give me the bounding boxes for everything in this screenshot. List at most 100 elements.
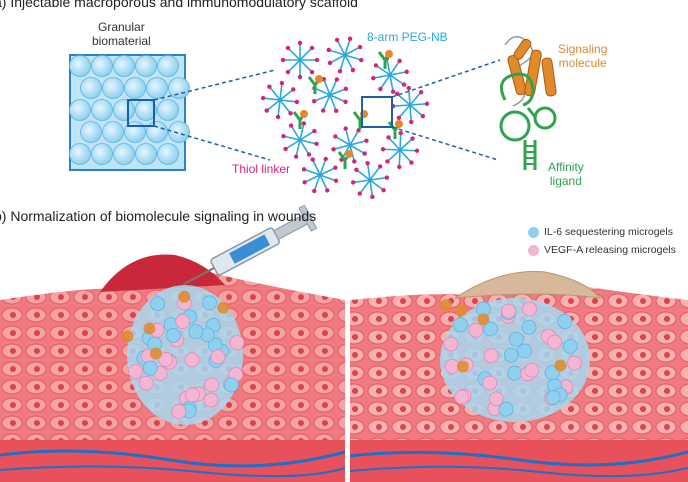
vegf-microgel (483, 348, 499, 364)
bead (124, 77, 146, 99)
syringe (182, 204, 318, 286)
ligand-molecule (387, 120, 403, 139)
vegf-microgel (524, 362, 540, 378)
vegf-microgel (482, 375, 498, 391)
il6-microgel (557, 314, 573, 329)
peg-star (281, 121, 319, 159)
bead (91, 55, 113, 77)
il6-microgel (498, 401, 514, 417)
ligand-molecule (292, 110, 308, 129)
legend-label-vegf: VEGF-A releasing microgels (544, 244, 676, 256)
signaling-cluster (456, 360, 469, 373)
peg-star (390, 85, 430, 125)
vegf-microgel (488, 391, 504, 407)
legend-item-il6: IL-6 sequestering microgels (528, 226, 676, 238)
il6-microgel (224, 377, 239, 393)
peg-star (380, 130, 420, 170)
bead (157, 99, 179, 121)
vegf-microgel (443, 336, 459, 352)
il6-microgel (545, 390, 561, 405)
legend: IL-6 sequestering microgels VEGF-A relea… (528, 226, 676, 256)
bead (157, 143, 179, 165)
legend-swatch-vegf (528, 244, 539, 256)
vegf-microgel (128, 364, 143, 379)
legend-swatch-il6 (528, 226, 539, 238)
peg-star (350, 160, 390, 200)
bead (135, 55, 157, 77)
il6-microgel (202, 295, 217, 311)
bead (91, 143, 113, 165)
il6-microgel (453, 317, 468, 333)
vegf-microgel (229, 335, 245, 351)
vegf-microgel (185, 387, 200, 403)
vegf-microgel (468, 322, 484, 338)
il6-microgel (503, 347, 519, 363)
wound-left (0, 254, 346, 482)
il6-microgel (509, 331, 524, 347)
panel-b-heading: b) Normalization of biomolecule signalin… (0, 208, 317, 224)
vegf-microgel (158, 352, 174, 367)
il6-microgel (483, 321, 499, 337)
ligand-molecule (307, 75, 323, 94)
signaling-cluster (477, 313, 490, 326)
zoom-line-net-top (391, 59, 501, 98)
bead (91, 99, 113, 121)
bead (102, 77, 124, 99)
wound-right (349, 271, 688, 482)
il6-microgel (562, 338, 578, 354)
granular-biomaterial-label: Granular biomaterial (92, 20, 151, 48)
bead (102, 121, 124, 143)
vegf-microgel (184, 352, 200, 368)
bead (146, 121, 168, 143)
peg-star (331, 126, 369, 164)
vegf-microgel (501, 303, 517, 319)
vegf-microgel (454, 389, 470, 405)
il6-microgel (165, 327, 181, 343)
peg-star (371, 56, 409, 94)
granular-biomaterial-square (69, 54, 190, 171)
ligand-molecule (377, 50, 393, 69)
bead (146, 77, 168, 99)
peg-star (280, 40, 320, 80)
zoom-box-small (127, 99, 155, 127)
vegf-microgel (138, 375, 154, 391)
signaling-cluster (143, 322, 156, 335)
signaling-molecule-label: Signaling molecule (558, 42, 608, 70)
peg-star (326, 36, 364, 74)
vegf-microgel (171, 404, 187, 419)
peg-network (260, 36, 430, 200)
vegf-microgel (522, 301, 537, 317)
ligand-molecule (337, 150, 353, 169)
vegf-microgel (175, 314, 191, 329)
bead (168, 77, 190, 99)
bead (69, 55, 91, 77)
bead (135, 143, 157, 165)
vegf-microgel (547, 334, 563, 350)
zoom-line-net-bottom (391, 126, 499, 161)
signaling-cluster (440, 299, 453, 312)
bead (113, 143, 135, 165)
vegf-microgel (203, 392, 219, 408)
zoom-line-bottom (153, 125, 271, 161)
signaling-cluster (217, 301, 230, 314)
affinity-ligand-label: Affinity ligand (548, 160, 584, 188)
thiol-linker-label: Thiol linker (232, 162, 291, 176)
il6-microgel (521, 319, 537, 335)
vegf-microgel (210, 349, 226, 365)
signaling-cluster (149, 347, 162, 360)
vegf-microgel (567, 355, 582, 371)
bead (80, 121, 102, 143)
il6-microgel (517, 343, 533, 359)
vegf-microgel (204, 377, 220, 393)
signaling-cluster (178, 290, 191, 303)
il6-microgel (188, 324, 204, 340)
bead (69, 99, 91, 121)
legend-label-il6: IL-6 sequestering microgels (544, 226, 673, 238)
il6-microgel (507, 365, 523, 381)
legend-item-vegf: VEGF-A releasing microgels (528, 244, 676, 256)
signaling-cluster (554, 359, 567, 372)
signaling-cluster (454, 304, 467, 317)
bead (113, 99, 135, 121)
zoom-box-network (361, 96, 393, 128)
